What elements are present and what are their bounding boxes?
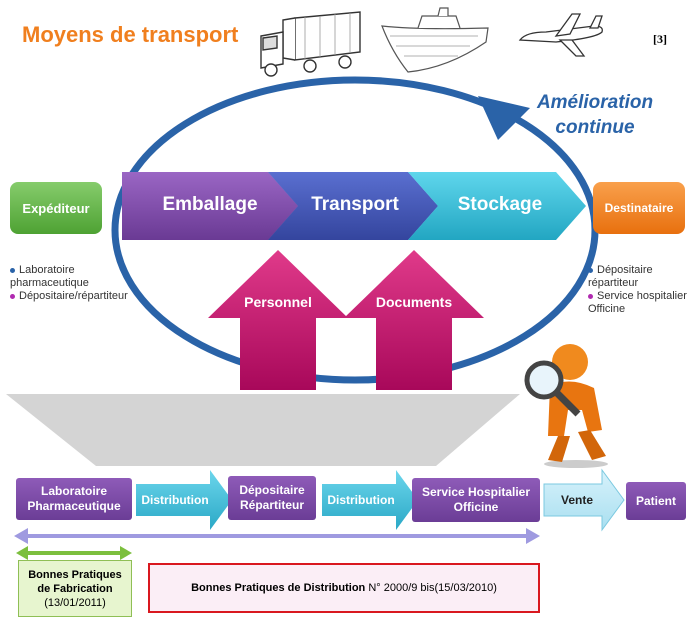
chain-distribution-2: Distribution: [327, 493, 395, 507]
arrow-distribution-1: [136, 470, 232, 530]
improvement-label-line2: continue: [555, 117, 635, 138]
chevron-stockage-shape: [408, 172, 586, 240]
sender-item-2: Dépositaire/répartiteur: [10, 290, 150, 303]
bpd-reference: N° 2000/9 bis(15/03/2010): [365, 582, 497, 594]
improvement-label-line1: Amélioration: [536, 92, 654, 113]
arrow-documents: [344, 250, 484, 390]
arrow-vente: [543, 468, 625, 532]
magnifier-figure-icon: [524, 344, 608, 468]
improvement-label: Amélioration continue: [520, 90, 670, 140]
ship-icon: [381, 7, 489, 73]
recipient-item-2: Service hospitalier Officine: [588, 290, 687, 315]
label-documents: Documents: [375, 294, 453, 310]
cycle-arrowhead: [478, 96, 530, 140]
label-personnel: Personnel: [244, 294, 312, 310]
bpf-date: (13/01/2011): [44, 596, 106, 609]
arrow-distribution-2: [322, 470, 418, 530]
recipient-box: Destinataire: [593, 182, 685, 234]
bpd-title: Bonnes Pratiques de Distribution: [191, 582, 366, 594]
chevron-transport: [268, 172, 438, 240]
chain-vente: Vente: [560, 493, 593, 507]
arrow-personnel: [208, 250, 348, 390]
sender-item-1: Laboratoire pharmaceutique: [10, 264, 89, 289]
chain-distribution-1: Distribution: [141, 493, 209, 507]
truck-icon: [260, 11, 361, 77]
bpf-line1: Bonnes Pratiques: [28, 568, 122, 581]
bpf-line2: de Fabrication: [37, 582, 113, 595]
step-stockage: Stockage: [457, 194, 543, 215]
chain-patient: Patient: [626, 482, 686, 520]
step-transport: Transport: [311, 194, 399, 215]
page-title: Moyens de transport: [22, 22, 239, 47]
sender-list: Laboratoire pharmaceutique Dépositaire/r…: [10, 264, 150, 303]
recipient-list: Dépositaire répartiteur Service hospital…: [588, 264, 688, 316]
step-emballage: Emballage: [162, 194, 258, 215]
bpf-box: Bonnes Pratiques de Fabrication (13/01/2…: [18, 560, 132, 617]
bpd-box: Bonnes Pratiques de Distribution N° 2000…: [148, 563, 540, 613]
funnel-shape: [6, 394, 520, 466]
sender-box: Expéditeur: [10, 182, 102, 234]
airplane-icon: [518, 13, 603, 57]
chevron-emballage: [122, 172, 298, 240]
recipient-item-1: Dépositaire répartiteur: [588, 264, 653, 289]
reference-number: [3]: [653, 32, 667, 46]
